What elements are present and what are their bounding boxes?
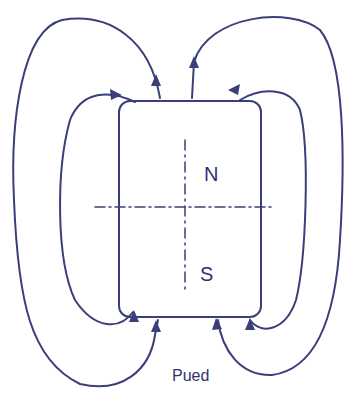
- arrowhead: [110, 89, 122, 100]
- axis-line: [95, 206, 272, 208]
- arrowhead: [129, 310, 139, 322]
- field-line: [240, 91, 306, 328]
- pole-label: N: [204, 164, 218, 184]
- signature: Pued: [172, 368, 209, 384]
- field-line: [192, 17, 343, 375]
- arrowhead: [151, 74, 161, 86]
- arrowhead: [151, 320, 161, 332]
- pole-label: S: [200, 264, 213, 284]
- arrowhead: [228, 84, 240, 95]
- field-line: [13, 19, 160, 387]
- field-line: [60, 95, 135, 325]
- arrowhead: [212, 318, 222, 330]
- axis-line: [184, 140, 186, 290]
- arrowhead: [245, 318, 255, 330]
- arrowhead: [189, 56, 199, 68]
- bar-magnet: NS: [118, 100, 262, 318]
